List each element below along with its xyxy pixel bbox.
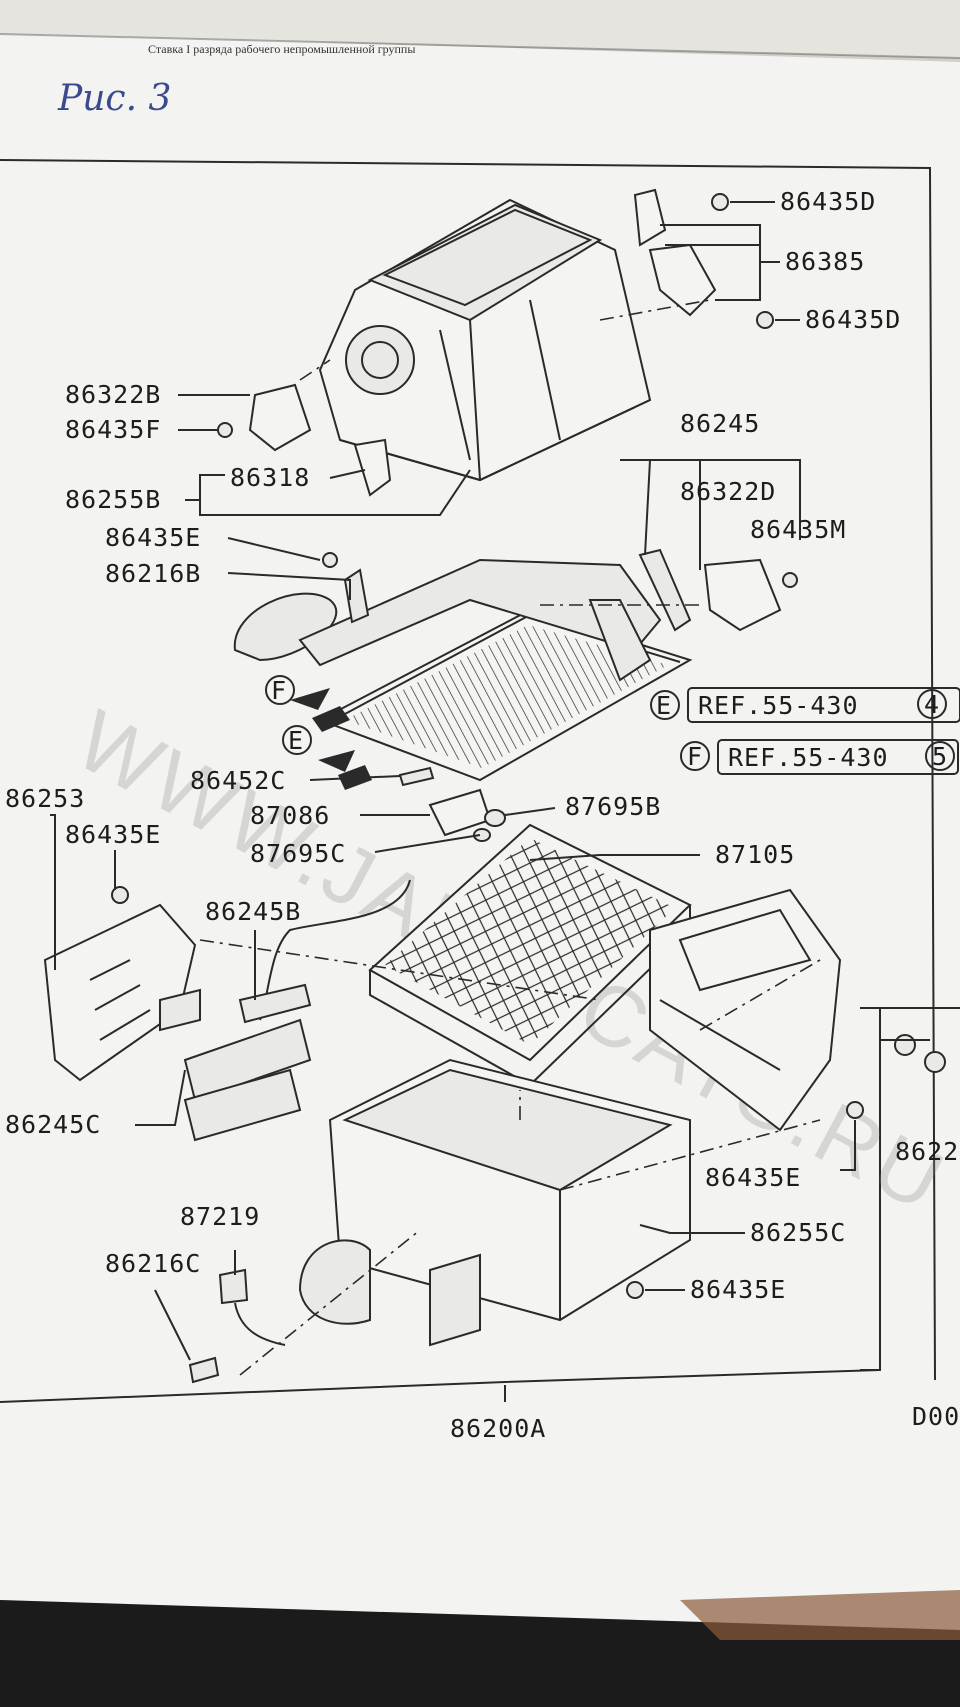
label-86255c: 86255C [750,1218,846,1247]
assembly-lines [199,299,821,1376]
label-86245c: 86245C [5,1110,101,1139]
arrow-f-icon [290,688,330,710]
handwritten-note: Рис. 3 [57,78,171,119]
marker-e-label: E [288,726,304,755]
header-text: Ставка I разряда рабочего непромышленной… [148,42,415,56]
top-sheet [0,0,960,58]
label-86435e-a: 86435E [105,523,201,552]
label-86435e-b: 86435E [65,820,161,849]
ref-box-f: F REF.55-430 5 [680,739,959,775]
heater-core [233,558,693,782]
label-86255b: 86255B [65,485,161,514]
ref-f-index: 5 [932,742,948,771]
arrow-e-icon [318,750,355,772]
label-86452c: 86452C [190,766,286,795]
label-86253: 86253 [5,784,85,813]
leader-lines [50,201,930,1402]
blend-door-housing [649,888,842,1132]
label-86245b: 86245B [205,897,301,926]
ref-e-text: REF.55-430 [698,691,859,720]
diagram-code: D003 [912,1402,960,1431]
wiring-harness [159,879,411,1142]
label-86435d-top: 86435D [780,187,876,216]
label-86435d-bottom: 86435D [805,305,901,334]
label-87695b: 87695B [565,792,661,821]
label-86322b: 86322B [65,380,161,409]
ref-e-marker: E [656,691,672,720]
diagram-frame [0,159,936,1381]
small-parts [111,188,946,1384]
wood-desk [680,1590,960,1640]
label-86385: 86385 [785,247,865,276]
label-86435e-c: 86435E [705,1163,801,1192]
ref-f-text: REF.55-430 [728,743,889,772]
label-86322d: 86322D [680,477,776,506]
marker-e-circle [282,725,312,755]
label-87105: 87105 [715,840,795,869]
label-86435f: 86435F [65,415,161,444]
label-86435m: 86435M [750,515,846,544]
heater-housing-upper [318,198,652,482]
flow-arrows: F E [265,675,372,790]
label-86216b: 86216B [105,559,201,588]
label-87695c: 87695C [250,839,346,868]
ref-f-marker: F [687,742,703,771]
ref-e-index: 4 [924,690,940,719]
label-87086: 87086 [250,801,330,830]
label-8622-cut: 8622 [895,1137,959,1166]
part-labels: 86435D 86385 86435D 86322B 86435F 86318 … [5,187,960,1443]
label-86435e-d: 86435E [690,1275,786,1304]
label-86245: 86245 [680,409,760,438]
marker-f-label: F [271,676,287,705]
assembly-number: 86200A [450,1414,546,1443]
marker-f-circle [265,675,295,705]
label-86216c: 86216C [105,1249,201,1278]
lower-case [298,1058,691,1347]
ref-box-e: E REF.55-430 4 [650,687,960,723]
label-87219: 87219 [180,1202,260,1231]
label-86318: 86318 [230,463,310,492]
